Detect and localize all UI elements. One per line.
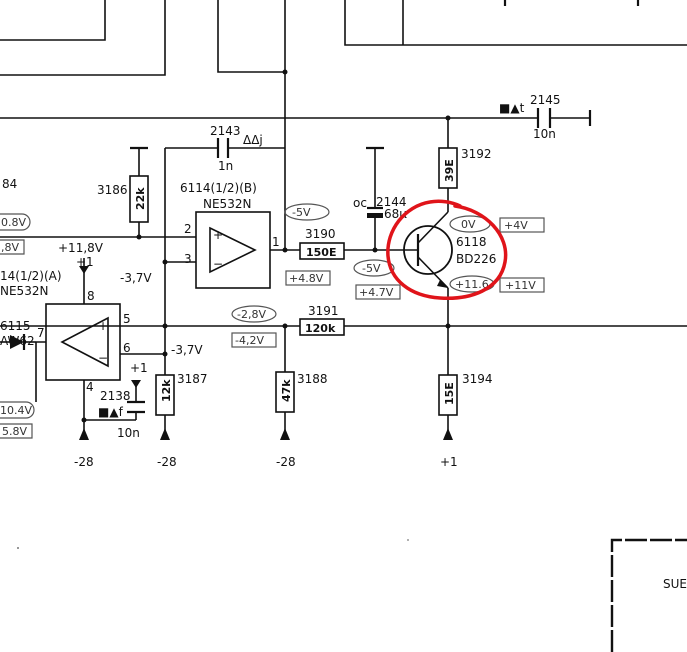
diode-6115-ref: 6115 [0,319,31,333]
opamp-a-pin-4: 4 [86,380,94,394]
c2143-value: 1n [218,159,233,173]
q6118-type: BD226 [456,252,496,266]
opamp-6114a: + − 8 7 5 6 4 [35,258,165,440]
voltage-p4: +4V [504,219,528,232]
r3186-value: 22k [134,187,147,210]
svg-text:−: − [98,351,108,365]
resistor-3188: 47k 3188 [275,326,328,440]
c2145-value: 10n [533,127,556,141]
c2138-value: 10n [117,426,140,440]
voltage-labels-opamp: -5V +4.8V [284,203,331,286]
left-voltage-labels: 0.8V ,8V +11,8V +1 -3,7V 14(1/2)(A) NE53… [0,213,152,439]
c2138-mark: ■▲f [98,405,124,419]
opamp-6114b-type: NE532N [203,197,251,211]
voltage-left2: ,8V [1,241,19,254]
opamp-6114b: + − 6114(1/2)(B) NE532N 2 3 1 [0,181,300,289]
c2144-ref: 2144 [376,195,407,209]
c2145-mark: ■▲t [499,101,525,115]
capacitor-2145: 2145 10n ■▲t [499,93,561,141]
opamp-a-pin-7: 7 [37,326,45,340]
top-frames [0,0,687,76]
sub-box: SUE [610,538,687,652]
opamp-6114a-type: NE532N [0,284,48,298]
rail-1: -28 [74,455,94,469]
voltage-labels-transistor: 0V +4V -5V +4.7V +11.6 +11V [353,215,545,300]
voltage-m5: -5V [292,206,311,219]
svg-text:+: + [213,228,223,242]
rail-2: -28 [157,455,177,469]
voltage-p118: +11,8V [58,241,104,255]
voltage-p11a: +11.6 [455,278,489,291]
opamp-pin-3: 3 [184,252,192,266]
q6118-ref: 6118 [456,235,487,249]
opamp-a-pin-8: 8 [87,289,95,303]
voltage-p48: +4.8V [289,272,324,285]
r3192-ref: 3192 [461,147,492,161]
voltage-p1: +1 [76,255,94,269]
opamp-a-pin-6: 6 [123,341,131,355]
voltage-left3: 10.4V [0,404,32,417]
opamp-a-pin-5: 5 [123,312,131,326]
svg-text:+: + [98,319,108,333]
r3194-ref: 3194 [462,372,493,386]
voltage-p1b: +1 [130,361,148,375]
rail-4: +1 [440,455,458,469]
c2145-ref: 2145 [530,93,561,107]
r3186-ref: 3186 [97,183,128,197]
resistor-3187: 12k 3187 [155,372,208,416]
voltage-p11b: +11V [505,279,536,292]
resistor-3194: 15E 3194 [438,372,493,440]
transistor-6118: 6118 BD226 [403,211,496,375]
r3190-value: 150E [306,246,336,259]
rail-3: -28 [276,455,296,469]
resistor-3192: 39E 3192 [438,115,492,212]
c2138-ref: 2138 [100,389,131,403]
opamp-6114a-ref: 14(1/2)(A) [0,269,62,283]
capacitor-2144: 2144 68μ oc [353,146,407,250]
capacitor-2143: 2143 1n ΔΔj [164,124,285,262]
voltage-0: 0V [461,218,476,231]
voltage-m37a: -3,7V [120,271,152,285]
r3187-ref: 3187 [177,372,208,386]
diode-6115 [0,334,36,350]
opamp-pin-1: 1 [272,235,280,249]
r3188-ref: 3188 [297,372,328,386]
r3191-ref: 3191 [308,304,339,318]
c2144-mark: oc [353,196,367,210]
opamp-6114b-ref: 6114(1/2)(B) [180,181,257,195]
c2143-ref: 2143 [210,124,241,138]
r3190-ref: 3190 [305,227,336,241]
voltage-p47: +4.7V [359,286,394,299]
voltage-left1: 0.8V [1,216,26,229]
r3194-value: 15E [443,382,456,405]
svg-text:−: − [213,257,223,271]
voltage-m42: -4,2V [235,334,264,347]
capacitor-2138: +1 2138 ■▲f 10n [98,361,148,440]
bus-wires [0,69,592,248]
r3187-value: 12k [160,379,173,402]
sub-box-label: SUE [663,577,687,591]
r3192-value: 39E [443,159,456,182]
r3188-value: 47k [280,379,293,402]
opamp-pin-2: 2 [184,222,192,236]
highlight-circle [386,199,508,300]
voltage-left4: 5.8V [2,425,27,438]
voltage-m37b: -3,7V [171,343,203,357]
voltage-m5b: -5V [362,262,381,275]
c2143-mark: ΔΔj [243,133,263,147]
voltage-m28: -2,8V [237,308,266,321]
left-label-84: 84 [2,177,17,191]
r3191-value: 120k [305,322,336,335]
resistor-3186: 22k 3186 [97,146,149,240]
resistor-3190: 150E 3190 [299,227,418,260]
supply-rails: -28 -28 -28 +1 [74,428,458,469]
